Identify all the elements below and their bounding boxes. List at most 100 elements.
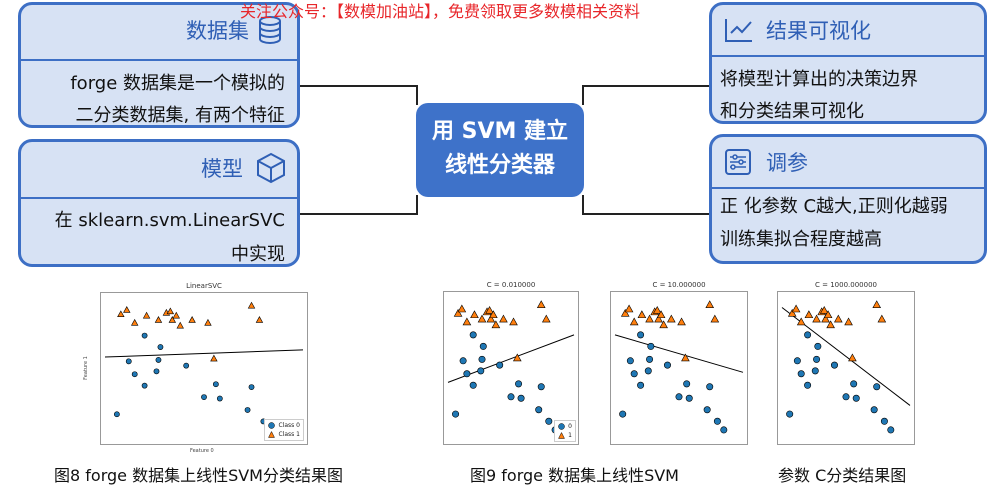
fig11-class1-point xyxy=(804,310,814,319)
fig9-class0-point xyxy=(517,394,525,402)
fig9-class1-point xyxy=(512,353,522,362)
model-card-divider xyxy=(21,197,297,199)
fig8-legend-class1-label: Class 1 xyxy=(278,431,300,438)
connector-bottom-right xyxy=(584,213,710,215)
fig10-class0-point xyxy=(683,380,691,388)
dataset-card-title: 数据集 xyxy=(186,19,249,43)
fig9-class0-point xyxy=(507,393,515,401)
fig11-class0-point xyxy=(887,426,895,434)
fig10-class0-point xyxy=(663,361,671,369)
tuning-card-divider xyxy=(712,187,984,189)
fig9-class0-point xyxy=(469,381,477,389)
fig8-class0-point xyxy=(216,395,223,402)
fig8-legend: Class 0 Class 1 xyxy=(264,419,304,441)
fig8-legend-class1: Class 1 xyxy=(268,430,300,439)
fig10-class1-point xyxy=(654,314,663,323)
fig9-class0-point xyxy=(479,342,487,350)
fig8-ylabel: Feature 1 xyxy=(82,356,89,380)
fig8-xlabel: Feature 0 xyxy=(190,448,214,454)
connector-center-bottom xyxy=(416,195,418,215)
connector-center-top xyxy=(416,85,418,105)
fig9-class0-point xyxy=(463,370,471,378)
model-card-header: 模型 xyxy=(201,152,287,184)
fig8-class1-point xyxy=(154,316,163,323)
fig10-class0-point xyxy=(703,406,711,414)
fig9-class1-point xyxy=(485,305,494,314)
fig8-class1-point xyxy=(123,306,131,313)
fig10-class1-point xyxy=(645,314,654,323)
connector-center-top-r xyxy=(582,85,584,105)
connector-center-bottom-r xyxy=(582,195,584,215)
fig9-legend-class0-label: 0 xyxy=(568,423,572,430)
fig8-class0-point xyxy=(212,381,219,388)
visualize-card-divider xyxy=(712,55,984,57)
fig10-class1-point xyxy=(624,304,634,313)
fig9-class1-point xyxy=(477,314,487,323)
fig8-class1-point xyxy=(204,318,212,326)
fig10-class0-point xyxy=(644,367,652,375)
tuning-card-header: 调参 xyxy=(724,147,808,177)
model-card-line1: 在 sklearn.svm.LinearSVC xyxy=(54,210,285,231)
dataset-card-line2: 二分类数据集, 有两个特征 xyxy=(75,105,285,126)
fig9-legend-class1: 1 xyxy=(558,431,572,440)
fig9-class0-point xyxy=(477,367,485,375)
fig11-class1-point xyxy=(823,310,833,319)
dataset-card: 数据集 forge 数据集是一个模拟的 二分类数据集, 有两个特征 xyxy=(18,2,300,128)
fig9-class1-point xyxy=(457,304,467,313)
fig11-class1-point xyxy=(787,308,797,317)
fig9-class1-point xyxy=(491,320,501,329)
fig9-class1-point xyxy=(541,314,551,323)
fig11-title-text: C = 1000.000000 xyxy=(815,281,877,289)
watermark-text: 关注公众号：【数模加油站】，免费领取更多数模相关资料 xyxy=(240,2,641,21)
fig9-class0-point xyxy=(478,355,486,363)
fig9-class0-point xyxy=(459,357,467,365)
fig11-class1-point xyxy=(826,320,835,329)
fig9-class1-point xyxy=(462,317,472,326)
visualize-card-line1: 将模型计算出的决策边界 xyxy=(720,69,918,90)
dataset-card-line1: forge 数据集是一个模拟的 xyxy=(70,73,285,94)
visualize-card-title: 结果可视化 xyxy=(766,19,871,43)
fig11-class1-point xyxy=(872,300,882,308)
fig10-class0-point xyxy=(647,342,655,350)
fig10-class0-point xyxy=(675,393,683,401)
fig11-class0-point xyxy=(850,380,858,388)
fig11-class0-point xyxy=(793,357,801,365)
fig8-class1-point xyxy=(130,318,139,326)
fig8-class0-point xyxy=(131,371,138,378)
fig8-legend-class0: Class 0 xyxy=(268,421,300,430)
chart-line-icon xyxy=(724,17,754,43)
fig11-class0-point xyxy=(804,331,812,339)
fig8-class1-point xyxy=(142,311,151,319)
fig9-class1-point xyxy=(489,310,498,319)
fig11-class0-point xyxy=(797,370,805,378)
fig9-plot: 0 1 xyxy=(443,291,579,445)
fig8-class0-point xyxy=(248,384,255,390)
fig9-title: C = 0.010000 xyxy=(443,281,579,289)
fig9-class1-point xyxy=(486,314,496,323)
fig9-class1-point xyxy=(470,310,479,319)
fig8-class0-point xyxy=(244,407,251,413)
tuning-card: 调参 正 化参数 C越大,正则化越弱 训练集拟合程度越高 xyxy=(709,134,987,264)
fig11-class1-point xyxy=(812,314,821,323)
fig9-class1-point xyxy=(536,300,546,308)
fig11-class0-point xyxy=(804,381,812,389)
connector-bottom-left xyxy=(297,213,416,215)
tuning-card-title: 调参 xyxy=(766,151,808,175)
fig8-class1-point xyxy=(168,316,177,323)
fig8-class1-point xyxy=(255,316,264,323)
fig8-class1-point xyxy=(172,311,180,319)
fig8-class0-point xyxy=(183,362,190,369)
fig8-class0-point xyxy=(113,411,120,418)
fig10-title: C = 10.000000 xyxy=(610,281,748,289)
center-node: 用 SVM 建立 线性分类器 xyxy=(416,103,584,197)
fig8-class1-point xyxy=(117,310,125,318)
fig11-class0-point xyxy=(852,394,860,402)
fig8-class1-point xyxy=(210,354,218,362)
fig10-class1-point xyxy=(637,310,647,319)
fig10-decision-boundary xyxy=(614,334,744,373)
fig10-class0-point xyxy=(619,410,627,418)
fig11-class0-point xyxy=(842,393,850,401)
fig11-class0-point xyxy=(811,367,819,375)
fig9-class0-point xyxy=(469,331,477,339)
fig11-class1-point xyxy=(791,304,801,313)
